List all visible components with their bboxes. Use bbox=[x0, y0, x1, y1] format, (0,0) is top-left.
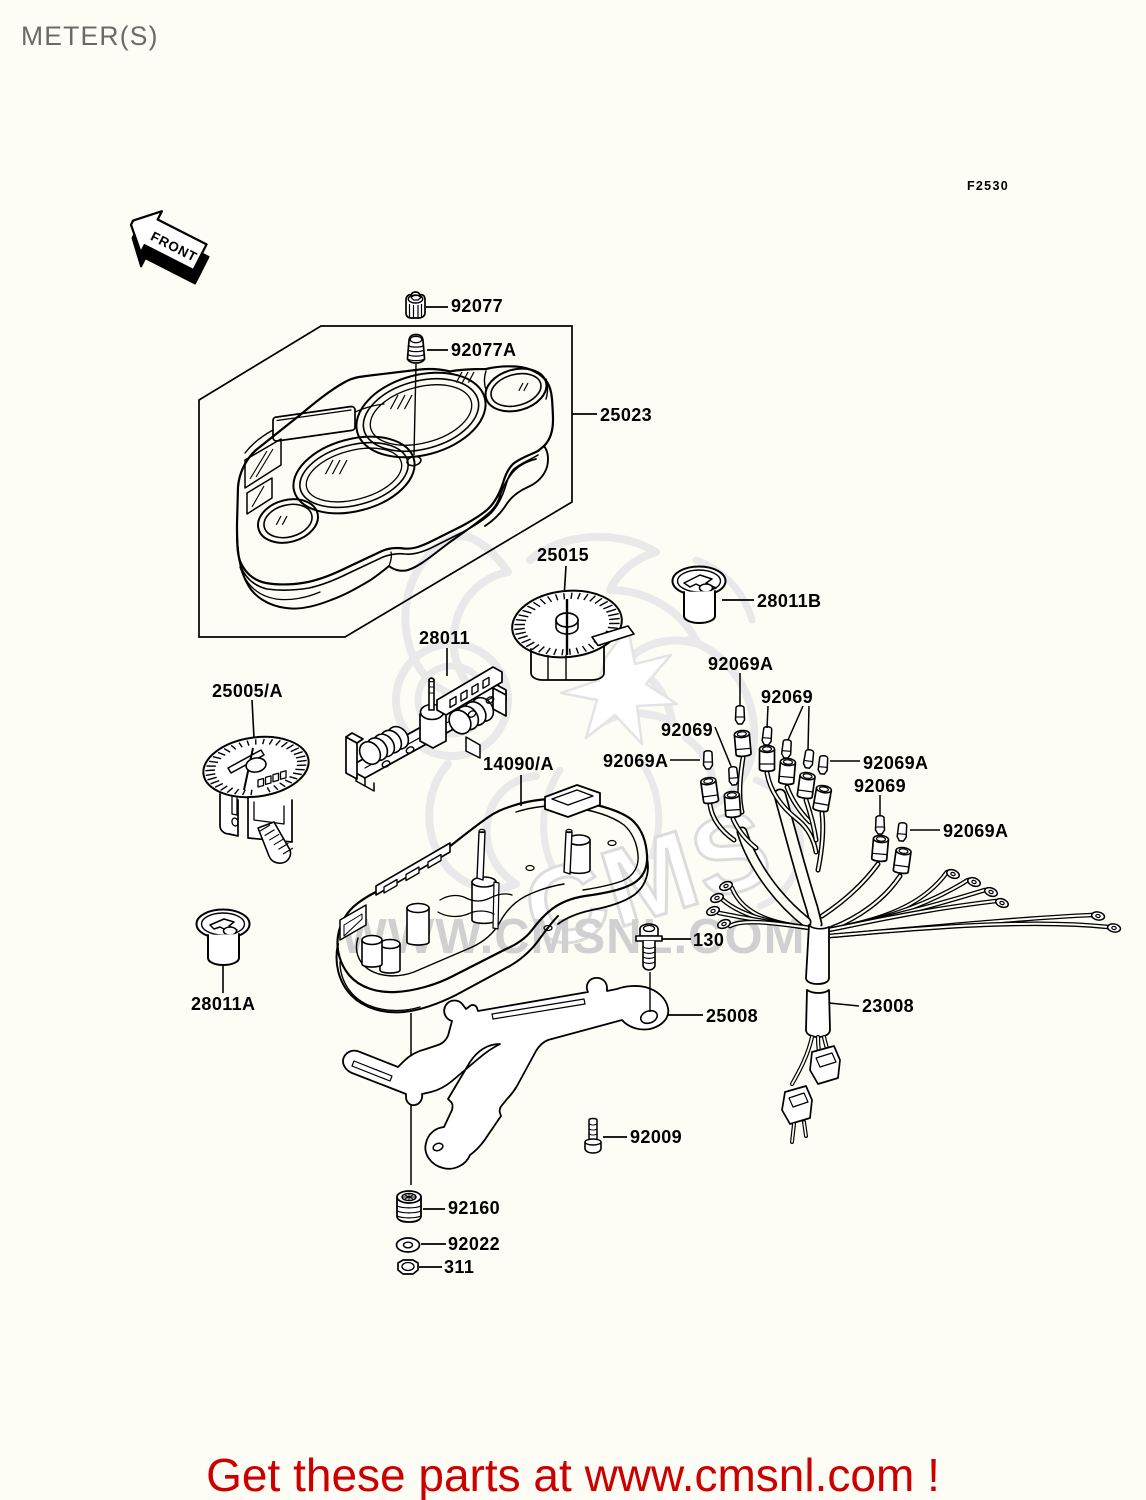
svg-text:92069: 92069 bbox=[761, 687, 813, 707]
svg-text:92069: 92069 bbox=[661, 720, 713, 740]
svg-text:METER(S): METER(S) bbox=[21, 21, 159, 51]
svg-text:92069A: 92069A bbox=[708, 654, 773, 674]
svg-text:14090/A: 14090/A bbox=[483, 754, 554, 774]
svg-text:92009: 92009 bbox=[630, 1127, 682, 1147]
svg-text:92077A: 92077A bbox=[451, 340, 516, 360]
svg-text:28011A: 28011A bbox=[191, 994, 255, 1014]
svg-text:92160: 92160 bbox=[448, 1198, 500, 1218]
svg-text:25005/A: 25005/A bbox=[212, 681, 283, 701]
svg-text:92069A: 92069A bbox=[603, 751, 668, 771]
svg-text:28011: 28011 bbox=[419, 628, 470, 648]
svg-text:92022: 92022 bbox=[448, 1234, 500, 1254]
svg-text:130: 130 bbox=[693, 930, 724, 950]
svg-text:92069A: 92069A bbox=[863, 753, 928, 773]
svg-text:92069A: 92069A bbox=[943, 821, 1008, 841]
svg-text:25023: 25023 bbox=[600, 405, 652, 425]
svg-text:28011B: 28011B bbox=[757, 591, 821, 611]
svg-text:25008: 25008 bbox=[706, 1006, 758, 1026]
svg-text:Get these parts at www.cmsnl.c: Get these parts at www.cmsnl.com ! bbox=[206, 1449, 940, 1500]
svg-text:25015: 25015 bbox=[537, 545, 589, 565]
svg-text:23008: 23008 bbox=[862, 996, 914, 1016]
svg-text:F2530: F2530 bbox=[967, 179, 1009, 193]
svg-text:92069: 92069 bbox=[854, 776, 906, 796]
svg-text:92077: 92077 bbox=[451, 296, 503, 316]
svg-text:311: 311 bbox=[444, 1257, 474, 1277]
